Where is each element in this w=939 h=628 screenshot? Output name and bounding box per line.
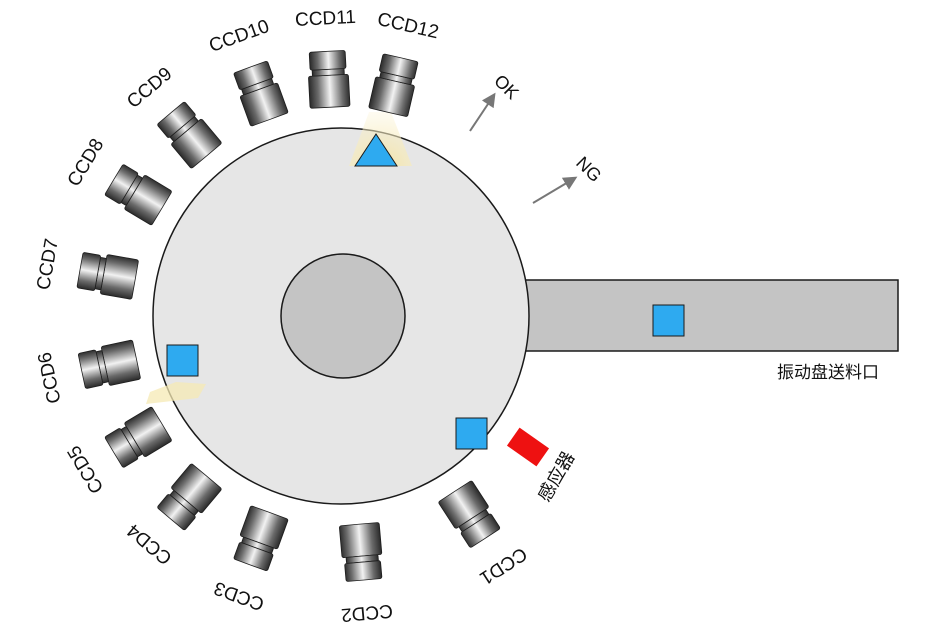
ccd12-part (354, 133, 398, 167)
feeder-chute (511, 279, 899, 352)
ccd6-camera-icon (77, 339, 141, 389)
ccd11-camera-lens (308, 50, 347, 71)
ccd9-camera-lens (157, 101, 196, 138)
feeder-part (652, 304, 685, 337)
ccd1-camera-lens (460, 513, 501, 548)
ccd10-camera-lens (233, 60, 274, 90)
ng-label: NG (572, 153, 605, 186)
ccd11-camera-body (308, 73, 351, 109)
ccd2-camera-body (339, 522, 383, 559)
ccd5-label: CCD5 (64, 442, 109, 497)
ccd2-camera-lens (344, 560, 383, 582)
ccd2-label: CCD2 (340, 600, 393, 625)
ccd12-camera-lens (379, 53, 419, 80)
ccd8-camera-lens (104, 164, 139, 204)
ccd6-light-beam (146, 382, 206, 404)
ccd12-label: CCD12 (375, 9, 440, 43)
ng-arrow-icon (532, 176, 578, 204)
ccd3-label: CCD3 (211, 577, 267, 614)
ok-arrow-icon (469, 92, 496, 132)
ccd8-camera-icon (104, 164, 172, 226)
ccd3-camera-lens (233, 542, 274, 572)
ccd12-camera-icon (368, 53, 419, 117)
ok-label: OK (490, 71, 523, 104)
sensor-block (506, 427, 550, 467)
ccd6-part (166, 344, 199, 377)
ccd1-camera-icon (438, 480, 501, 548)
ccd2-camera-icon (339, 522, 383, 582)
ccd4-label: CCD4 (123, 519, 176, 569)
ccd5-camera-icon (104, 406, 172, 468)
ccd7-camera-icon (76, 252, 139, 300)
ccd7-label: CCD7 (33, 237, 63, 292)
ccd9-camera-icon (157, 101, 222, 169)
ccd6-camera-lens (77, 349, 104, 389)
ccd9-label: CCD9 (123, 63, 176, 112)
ccd10-label: CCD10 (206, 16, 272, 57)
ccd6-label: CCD6 (34, 350, 65, 405)
ccd7-camera-lens (76, 252, 101, 291)
turntable-hub (280, 253, 406, 379)
ccd5-camera-lens (104, 428, 139, 468)
ccd3-camera-icon (233, 505, 289, 572)
ccd10-camera-icon (233, 60, 289, 127)
ccd11-label: CCD11 (295, 7, 357, 31)
feeder-label: 振动盘送料口 (777, 363, 879, 382)
ccd4-camera-lens (157, 494, 196, 531)
ccd1-label: CCD1 (476, 543, 531, 589)
ccd8-label: CCD8 (64, 135, 109, 190)
ccd11-camera-icon (308, 50, 351, 109)
sensor-part (455, 417, 488, 450)
ccd4-camera-icon (157, 463, 222, 531)
